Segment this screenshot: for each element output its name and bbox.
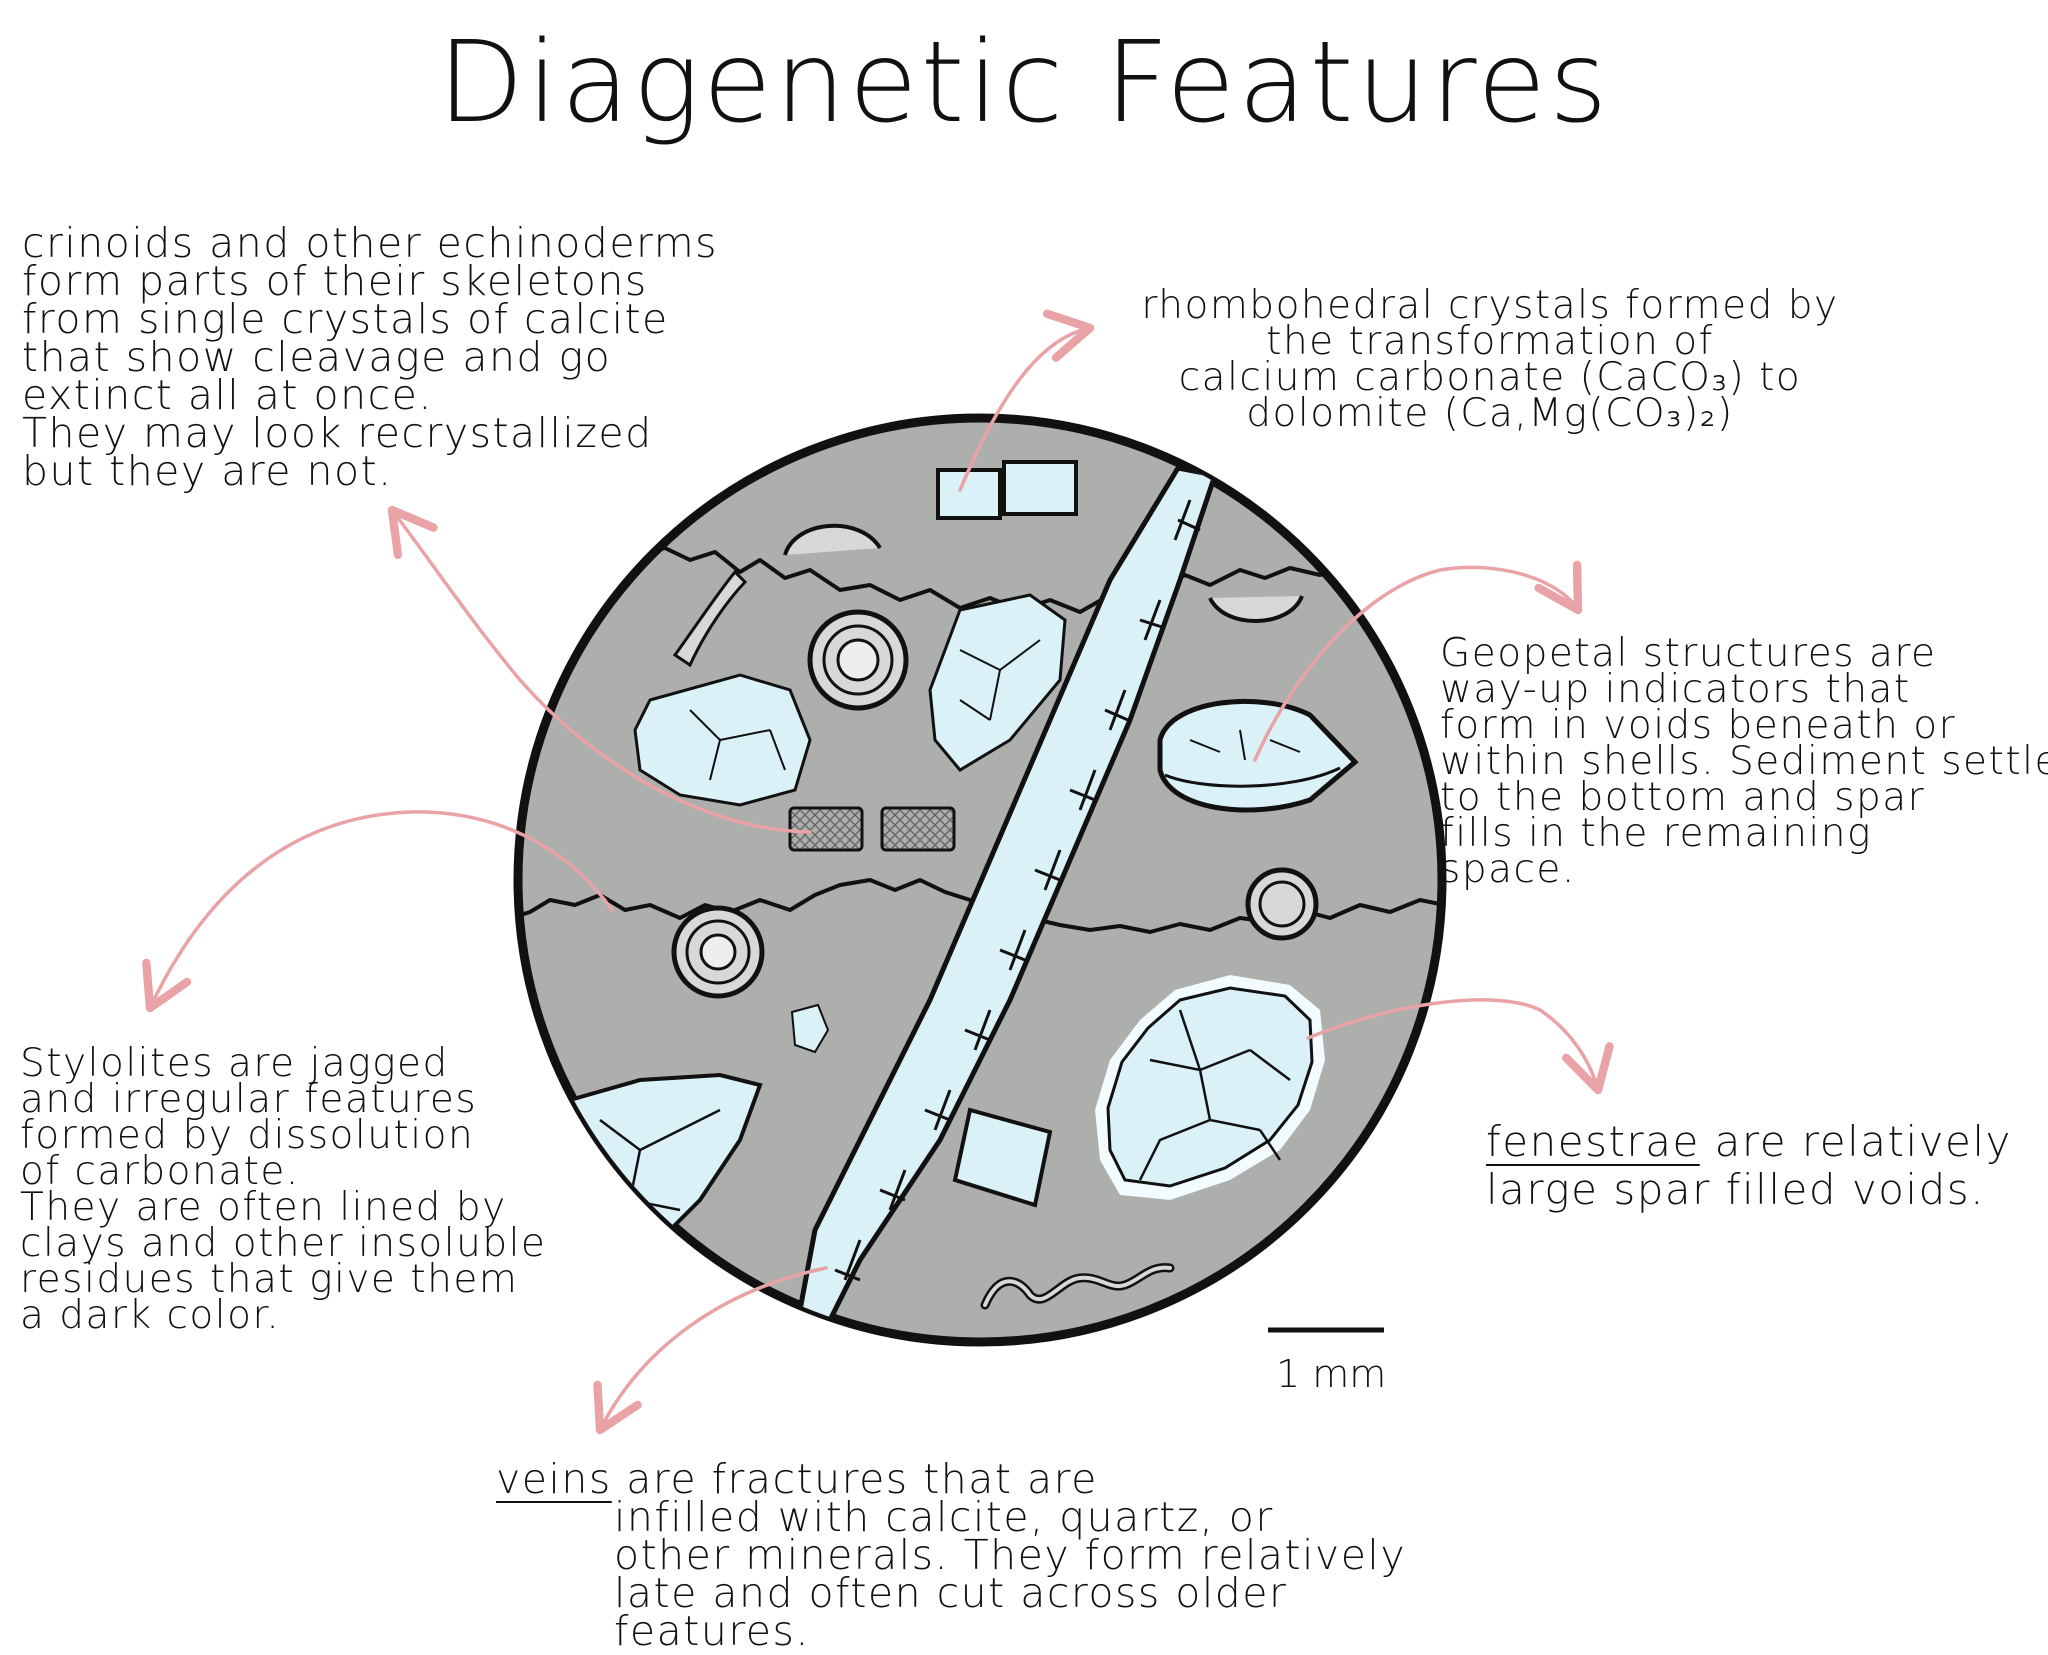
note-line: a dark color.	[20, 1293, 281, 1338]
note-text: are fractures that are	[611, 1455, 1098, 1503]
note-text: are relatively	[1699, 1117, 2012, 1166]
half-shell-top	[783, 523, 882, 556]
note-line: form parts of their skeletons	[22, 257, 648, 305]
term-veins: veins	[496, 1455, 612, 1503]
note-geopetal-structures: Geopetal structures are way-up indicator…	[1440, 631, 2048, 892]
note-line: that show cleavage and go	[22, 333, 612, 381]
note-stylolites: Stylolites are jagged and irregular feat…	[20, 1041, 547, 1338]
note-fenestrae: fenestrae are relatively large spar fill…	[1486, 1118, 2012, 1214]
note-crinoids: crinoids and other echinoderms form part…	[22, 219, 718, 495]
note-line: clays and other insoluble	[20, 1221, 547, 1266]
crinoid-crystals-hatched	[788, 806, 956, 852]
pointer-arrows	[142, 309, 1614, 1435]
arrow-geopetal	[1253, 560, 1583, 762]
note-rhombohedral-crystals: rhombohedral crystals formed by the tran…	[1110, 283, 1870, 436]
note-line: features.	[614, 1607, 810, 1655]
crinoid-ossicle-upper	[807, 609, 909, 711]
note-line: late and often cut across older	[614, 1569, 1288, 1617]
crinoid-ossicle-lower	[671, 905, 765, 999]
crinoid-ossicle-right	[1245, 867, 1319, 941]
half-shell-right	[1208, 595, 1304, 623]
spar-blob-small	[790, 1003, 830, 1054]
arrow-crinoids	[387, 505, 812, 834]
note-line: from single crystals of calcite	[22, 295, 669, 343]
note-line: way-up indicators that	[1440, 667, 1911, 712]
note-line: other minerals. They form relatively	[614, 1531, 1407, 1579]
note-line: to the bottom and spar	[1440, 775, 1926, 820]
term-fenestrae: fenestrae	[1486, 1117, 1700, 1166]
note-line: They are often lined by	[20, 1185, 507, 1230]
arrow-fenestrae	[1306, 998, 1614, 1095]
fenestra-large	[1095, 975, 1325, 1200]
note-line: They may look recrystallized	[22, 409, 653, 457]
dolomite-rhomb-lower	[952, 1107, 1053, 1208]
note-line: residues that give them	[20, 1257, 519, 1302]
note-line: veins are fractures that are	[496, 1459, 1406, 1500]
note-line: and irregular features	[20, 1077, 478, 1122]
scale-bar-label: 1 mm	[1276, 1352, 1387, 1396]
spar-patch-upper-left	[633, 673, 812, 807]
note-veins: veins are fractures that are infilled wi…	[496, 1459, 1407, 1655]
note-line: within shells. Sediment settles	[1440, 739, 2048, 784]
curved-shell-fragment	[672, 569, 748, 668]
note-line: space.	[1440, 847, 1576, 892]
note-line: crinoids and other echinoderms	[22, 219, 718, 267]
arrow-stylolites	[142, 810, 614, 1013]
note-line: infilled with calcite, quartz, or	[614, 1493, 1274, 1541]
note-line: large spar filled voids.	[1486, 1165, 1985, 1214]
note-line: but they are not.	[22, 447, 393, 495]
calcite-vein	[797, 465, 1218, 1323]
note-line: calcium carbonate (CaCO₃) to	[1178, 355, 1802, 400]
stylolite-upper	[519, 538, 1442, 614]
note-line: Geopetal structures are	[1440, 631, 1937, 676]
note-line: of carbonate.	[20, 1149, 300, 1194]
spar-patch-upper-middle	[928, 593, 1067, 772]
arrow-rhombo	[958, 309, 1095, 492]
note-line: formed by dissolution	[20, 1113, 475, 1158]
note-line: dolomite (Ca,Mg(CO₃)₂)	[1246, 391, 1734, 436]
note-line: fenestrae are relatively	[1486, 1118, 2012, 1166]
note-line: the transformation of	[1266, 319, 1714, 364]
note-line: extinct all at once.	[22, 371, 433, 419]
note-line: Stylolites are jagged	[20, 1041, 449, 1086]
arrow-veins	[593, 1266, 828, 1435]
note-line: form in voids beneath or	[1440, 703, 1957, 748]
dolomite-rhomb-top	[936, 460, 1078, 520]
note-line: rhombohedral crystals formed by	[1141, 283, 1839, 328]
note-line: fills in the remaining	[1440, 811, 1872, 856]
diagram-title: Diagenetic Features	[437, 18, 1611, 148]
